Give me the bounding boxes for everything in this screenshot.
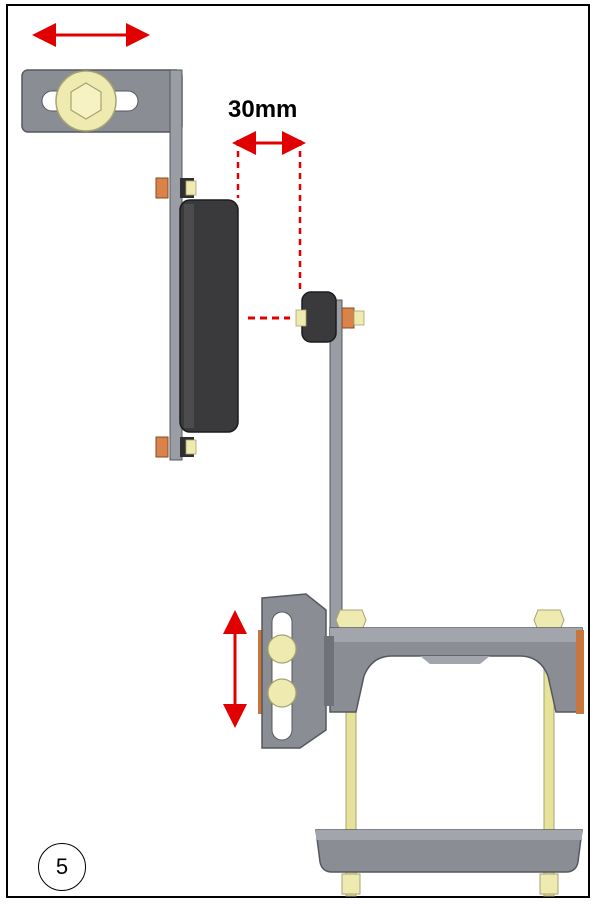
nut-icon bbox=[155, 436, 197, 458]
clamp-assembly bbox=[258, 593, 584, 897]
small-rubber-mount bbox=[295, 291, 365, 343]
vertical-strap bbox=[329, 299, 343, 641]
dimension-label: 30mm bbox=[228, 96, 298, 123]
nut-icon bbox=[155, 177, 197, 199]
rubber-mount-block bbox=[179, 199, 239, 433]
top-slotted-bracket bbox=[21, 69, 183, 461]
dimension-guides bbox=[232, 131, 306, 320]
step-number-badge: 5 bbox=[38, 843, 86, 891]
